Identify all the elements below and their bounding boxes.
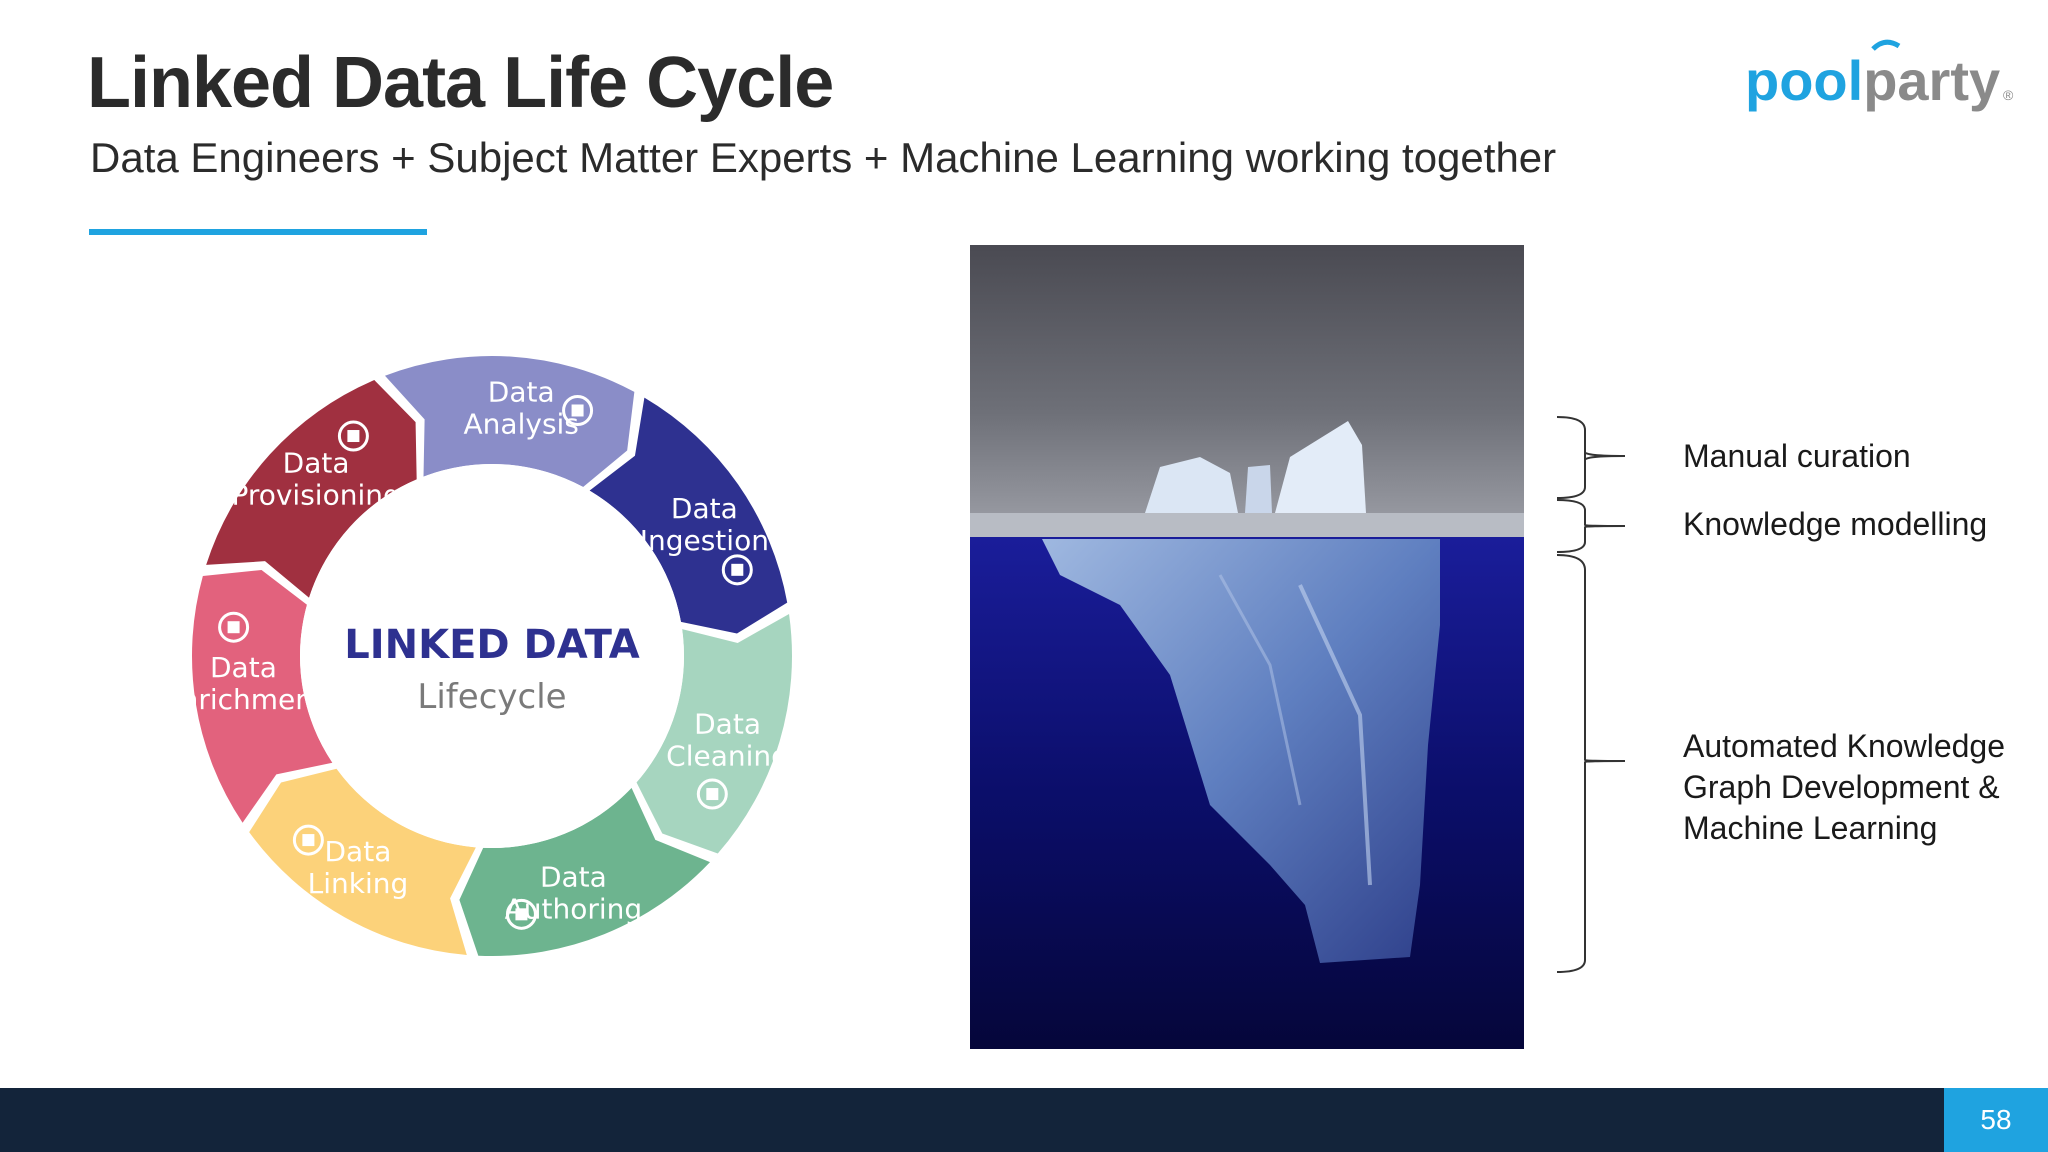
brace-manual-curation — [1557, 417, 1625, 498]
waterline — [970, 513, 1524, 537]
legend-automated-line-3: Machine Learning — [1683, 808, 2005, 849]
iceberg-image — [970, 245, 1524, 1049]
title-accent-line — [89, 229, 427, 235]
page-title: Linked Data Life Cycle — [87, 42, 833, 124]
brace-knowledge-modelling — [1557, 500, 1625, 552]
logo-text: poolparty — [1745, 49, 2000, 112]
poolparty-logo: poolparty ® — [1745, 32, 2017, 112]
page-number: 58 — [1944, 1088, 2048, 1152]
registered-mark: ® — [2003, 87, 2014, 103]
iceberg-tip-middle — [1245, 465, 1272, 513]
legend-automated: Automated Knowledge Graph Development & … — [1683, 726, 2005, 849]
brace-automated — [1557, 555, 1625, 972]
legend-automated-line-1: Automated Knowledge — [1683, 726, 2005, 767]
center-subtitle: Lifecycle — [417, 677, 566, 717]
legend-braces — [1555, 410, 1635, 980]
logo-arc — [1873, 42, 1899, 49]
legend-automated-line-2: Graph Development & — [1683, 767, 2005, 808]
page-subtitle: Data Engineers + Subject Matter Experts … — [90, 134, 1556, 182]
footer-bar — [0, 1088, 2048, 1152]
center-title: LINKED DATA — [344, 622, 640, 668]
legend-knowledge-modelling: Knowledge modelling — [1683, 504, 1987, 545]
legend-manual-curation: Manual curation — [1683, 436, 1911, 477]
